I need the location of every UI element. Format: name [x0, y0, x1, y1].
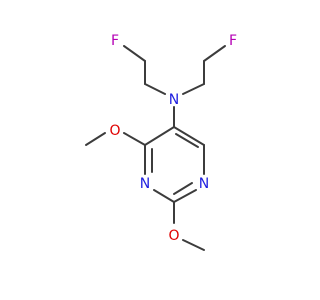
- atom-amine-nitrogen: N: [169, 92, 179, 108]
- atom-oxygen-upper: O: [109, 123, 120, 139]
- atom-labels: F F N O N N O: [109, 33, 237, 244]
- bond-o-to-methyl-lower: [182, 239, 205, 251]
- atom-oxygen-lower: O: [168, 228, 179, 244]
- bond-left-ch2-to-n: [144, 83, 166, 95]
- bond-right-ch2-to-f: [203, 45, 226, 62]
- bond-n1-c2: [173, 189, 197, 203]
- bond-n1-c2-inner: [173, 182, 193, 195]
- bond-c5-c6: [173, 126, 205, 146]
- atom-ring-nitrogen-left: N: [140, 176, 150, 192]
- molecule-structure: F F N O N N O: [85, 33, 237, 251]
- bond-f-left-to-ch2: [123, 45, 146, 62]
- atom-fluorine-right: F: [229, 33, 237, 49]
- bonds: [85, 45, 226, 251]
- bond-c5-c6-inner: [175, 133, 199, 148]
- bond-n-to-right-ch2: [182, 83, 205, 95]
- atom-ring-nitrogen-right: N: [199, 176, 209, 192]
- bond-o-to-methyl-upper: [85, 132, 106, 146]
- bond-c4-to-o: [123, 132, 146, 146]
- atom-fluorine-left: F: [111, 33, 119, 49]
- bond-c2-n3: [153, 189, 175, 203]
- bond-c4-c5: [144, 126, 175, 146]
